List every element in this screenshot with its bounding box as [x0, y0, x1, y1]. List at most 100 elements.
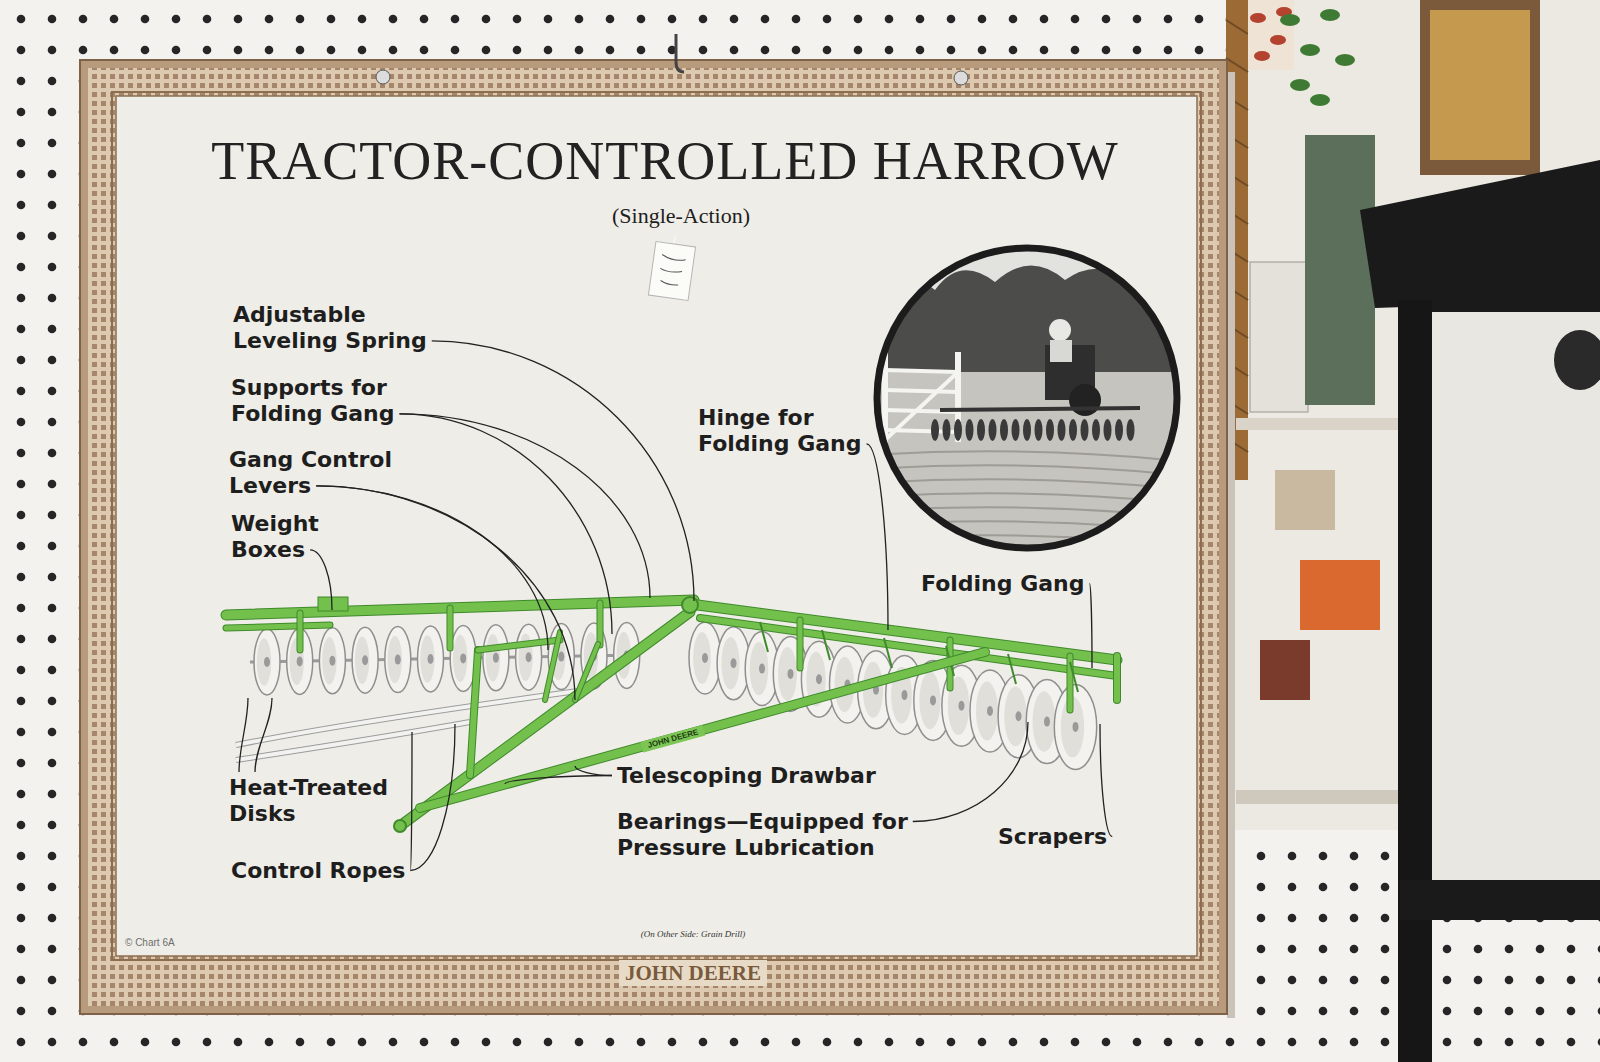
disk-hub — [759, 664, 765, 674]
frame-bar-edge — [297, 613, 304, 650]
leader-line — [866, 444, 888, 630]
grommet — [954, 71, 968, 85]
photo-trees — [870, 265, 1190, 372]
frame-bar-edge — [700, 618, 1117, 676]
brand-name: JOHN DEERE — [619, 961, 767, 986]
harrow-drawing — [226, 597, 1117, 832]
disk-hub — [460, 653, 466, 663]
part-label-text: Folding Gang — [921, 571, 1084, 596]
chart-number: © Chart 6A — [125, 937, 175, 949]
frame-bar-edge — [226, 625, 330, 628]
part-label-text: Supports for Folding Gang — [231, 375, 394, 426]
shelf-back — [1432, 308, 1600, 883]
disk-shade — [257, 638, 271, 686]
hinge — [682, 597, 698, 613]
photo-driver — [1049, 319, 1071, 341]
photo-disk — [989, 419, 997, 441]
scraper — [1008, 654, 1016, 684]
leader-line — [1100, 724, 1112, 837]
photo-furrow — [870, 479, 1190, 490]
photo-disk — [977, 419, 985, 441]
part-label: Hinge for Folding Gang — [698, 405, 883, 458]
border-line — [112, 92, 1201, 960]
photo-gate-rail — [885, 390, 958, 392]
title-text: TRACTOR-CONTROLLED HARROW — [211, 131, 1118, 191]
disk-hub — [264, 657, 270, 667]
disk-shade — [453, 635, 467, 683]
leader-line — [316, 486, 548, 650]
part-label-text: Gang Control Levers — [229, 447, 392, 498]
leader-line — [575, 766, 612, 776]
disk-shade — [778, 647, 797, 701]
orange-item — [1300, 560, 1380, 630]
disk-hub — [788, 669, 794, 679]
frame-bar — [400, 612, 690, 826]
disk-shade — [919, 672, 940, 730]
ivy-leaf — [1320, 9, 1340, 21]
leader-line — [432, 341, 694, 601]
ivy-leaf — [1300, 44, 1320, 56]
photo-gate-post — [955, 352, 961, 442]
hitch — [394, 820, 406, 832]
curtain-flower — [1254, 51, 1270, 61]
shelf-top — [1360, 160, 1600, 308]
disk-hub — [816, 674, 822, 684]
photo-disk — [1012, 419, 1020, 441]
frame-bar-edge — [597, 603, 604, 645]
paper — [116, 96, 1197, 956]
disk-hub — [395, 655, 401, 665]
part-label-text: Telescoping Drawbar — [617, 763, 876, 788]
picture-frame — [1420, 0, 1540, 175]
disk-shade — [322, 637, 336, 685]
disk-hub — [930, 695, 936, 705]
part-label: Control Ropes — [231, 858, 405, 884]
photo-furrow — [870, 451, 1190, 462]
disk — [418, 626, 444, 692]
ivy-leaf — [1280, 14, 1300, 26]
curtain-flower — [1270, 35, 1286, 45]
part-label-text: Scrapers — [998, 824, 1107, 849]
scraper — [760, 622, 768, 652]
photo-disk — [1069, 419, 1077, 441]
part-label-text: Control Ropes — [231, 858, 405, 883]
leader-line — [410, 732, 412, 871]
frame-bar-edge — [447, 608, 454, 648]
frame-bar — [575, 644, 598, 700]
part-label: Folding Gang — [921, 571, 1084, 597]
disk — [352, 627, 378, 693]
disk-shade — [420, 635, 434, 683]
shelf-lower — [1400, 880, 1600, 920]
photo-disk — [1023, 419, 1031, 441]
frame-bar — [226, 600, 694, 615]
leader-line — [399, 414, 612, 634]
disk-hub — [959, 701, 965, 711]
curtain — [1248, 0, 1294, 70]
photo-content — [870, 240, 1190, 560]
inset-photo — [870, 240, 1190, 560]
disk-shade — [750, 642, 768, 695]
grommet — [376, 70, 390, 84]
inset-ring — [877, 248, 1177, 548]
shelf-board — [1236, 790, 1406, 804]
disk — [516, 624, 542, 690]
photo-wheel — [1069, 384, 1101, 416]
ivy-leaf — [1290, 79, 1310, 91]
leader-line — [410, 724, 455, 871]
disk-shade — [976, 681, 998, 740]
tin-box — [1250, 262, 1308, 412]
leader-line — [310, 550, 332, 610]
frame-bar — [700, 618, 1117, 676]
disk — [689, 622, 721, 694]
disk-hub — [1044, 717, 1050, 727]
disk-hub — [1016, 711, 1022, 721]
frame-bar — [1114, 656, 1120, 700]
disk-hub — [297, 656, 303, 666]
part-label: Supports for Folding Gang — [231, 375, 463, 428]
scraper — [884, 638, 892, 668]
disk-hub — [362, 655, 368, 665]
reverse-note-text: (On Other Side: Grain Drill) — [641, 929, 746, 939]
leader-line — [316, 486, 575, 700]
part-label: Scrapers — [998, 824, 1107, 850]
part-label-text: Heat-Treated Disks — [229, 775, 388, 826]
